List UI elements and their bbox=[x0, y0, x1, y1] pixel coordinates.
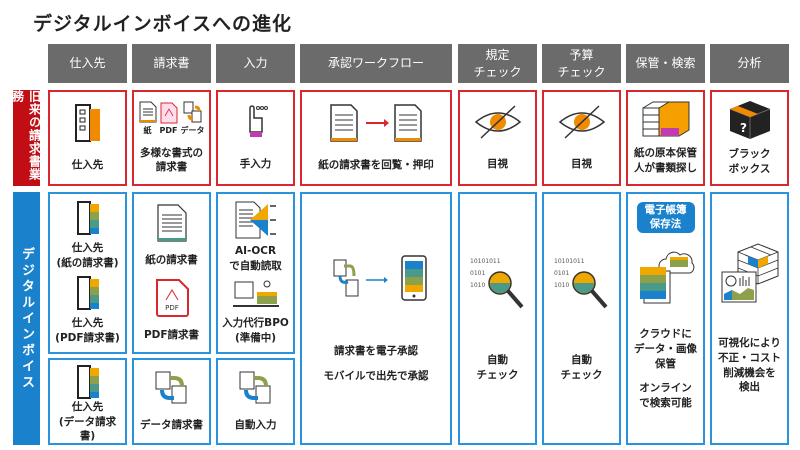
header-analysis: 分析 bbox=[710, 44, 789, 83]
legacy-invoice-cell: 紙 PDF データ 多様な書式の 請求書 bbox=[132, 90, 211, 186]
legacy-analysis-cell: ? ブラック ボックス bbox=[710, 90, 789, 186]
legacy-workflow-cell: 紙の請求書を回覧・押印 bbox=[300, 90, 452, 186]
paper-document-icon: 紙 bbox=[139, 101, 157, 136]
digital-budget-check-text: 自動 チェック bbox=[560, 353, 603, 381]
analytics-cube-icon bbox=[718, 242, 782, 306]
eye-crossed-icon bbox=[557, 104, 607, 140]
digital-supplier-paper-text: 仕入先 (紙の請求書) bbox=[56, 242, 119, 269]
svg-text:10101011: 10101011 bbox=[470, 258, 501, 265]
legacy-storage-cell: 紙の原本保管 人が書類探し bbox=[626, 90, 705, 186]
header-invoice: 請求書 bbox=[132, 44, 211, 83]
paper-circulation-icon bbox=[321, 103, 431, 143]
digital-workflow-text-1: 請求書を電子承認 bbox=[334, 344, 418, 357]
svg-text:1010: 1010 bbox=[554, 282, 569, 289]
digital-storage-text-1: クラウドに データ・画像 保管 bbox=[634, 328, 697, 370]
header-input: 入力 bbox=[216, 44, 295, 83]
digital-supplier-pdf-text: 仕入先 (PDF請求書) bbox=[55, 317, 120, 344]
digital-storage-text-2: オンライン で検索可能 bbox=[639, 382, 692, 410]
legacy-row-label: 旧来の請求書業務 bbox=[11, 90, 42, 186]
pdf-icon: PDF bbox=[154, 278, 190, 318]
svg-text:0101: 0101 bbox=[470, 270, 485, 277]
magnifier-data-icon: 10101011 0101 1010 bbox=[468, 255, 528, 313]
header-storage: 保管・検索 bbox=[626, 44, 705, 83]
digital-storage-cell: 電子帳簿 保存法 クラウドに データ・画像 保管 オンライン で検索可能 bbox=[626, 192, 705, 445]
svg-text:10101011: 10101011 bbox=[554, 258, 585, 265]
hand-typing-icon bbox=[242, 104, 270, 140]
question-mark: ? bbox=[740, 121, 747, 135]
digital-input-cell: AI-OCR で自動読取 入力代行BPO (準備中) bbox=[216, 192, 295, 354]
data-label: データ bbox=[180, 125, 205, 135]
digital-input-auto-cell: 自動入力 bbox=[216, 358, 295, 445]
header-rule-check: 規定 チェック bbox=[458, 44, 537, 83]
e-book-law-badge: 電子帳簿 保存法 bbox=[636, 202, 695, 234]
legacy-invoice-text: 多様な書式の 請求書 bbox=[140, 146, 203, 174]
header-workflow: 承認ワークフロー bbox=[300, 44, 452, 83]
digital-input-auto-text: 自動入力 bbox=[234, 419, 277, 432]
digital-input-bpo-text: 入力代行BPO (準備中) bbox=[222, 317, 289, 345]
building-icon bbox=[75, 364, 101, 400]
pdf-label: PDF bbox=[159, 125, 178, 135]
digital-rule-check-text: 自動 チェック bbox=[476, 353, 519, 381]
digital-analysis-text: 可視化により 不正・コスト 削減機会を 検出 bbox=[718, 337, 781, 394]
digital-budget-check-cell: 10101011 0101 1010 自動 チェック bbox=[542, 192, 621, 445]
svg-text:0101: 0101 bbox=[554, 270, 569, 277]
page-title: デジタルインボイスへの進化 bbox=[33, 13, 293, 35]
digital-rule-check-cell: 10101011 0101 1010 自動 チェック bbox=[458, 192, 537, 445]
digital-supplier-cell: 仕入先 (紙の請求書) 仕入先 (PDF請求書) bbox=[48, 192, 127, 354]
legacy-input-cell: 手入力 bbox=[216, 90, 295, 186]
mobile-approval-icon bbox=[316, 254, 436, 304]
legacy-input-text: 手入力 bbox=[239, 157, 272, 170]
digital-invoice-data-cell: データ請求書 bbox=[132, 358, 211, 445]
data-exchange-icon bbox=[238, 370, 274, 406]
magnifier-data-icon: 10101011 0101 1010 bbox=[552, 255, 612, 313]
ai-ocr-scan-icon bbox=[234, 200, 278, 240]
bpo-desk-icon bbox=[231, 278, 281, 312]
digital-workflow-cell: 請求書を電子承認 モバイルで出先で承認 bbox=[300, 192, 452, 445]
legacy-rule-check-cell: 目視 bbox=[458, 90, 537, 186]
data-exchange-icon bbox=[154, 370, 190, 406]
digital-invoice-cell: 紙の請求書 PDF PDF請求書 bbox=[132, 192, 211, 354]
header-supplier: 仕入先 bbox=[48, 44, 127, 83]
digital-workflow-text-2: モバイルで出先で承認 bbox=[323, 369, 429, 382]
digital-invoice-pdf-text: PDF請求書 bbox=[143, 329, 200, 342]
digital-row-label: デジタルインボイス bbox=[13, 192, 40, 445]
paper-document-icon bbox=[156, 203, 188, 243]
legacy-budget-check-cell: 目視 bbox=[542, 90, 621, 186]
legacy-analysis-text: ブラック ボックス bbox=[728, 148, 771, 176]
digital-invoice-data-text: データ請求書 bbox=[140, 419, 203, 432]
cloud-storage-icon bbox=[636, 243, 696, 307]
header-budget-check: 予算 チェック bbox=[542, 44, 621, 83]
paper-label: 紙 bbox=[143, 125, 152, 135]
building-icon bbox=[75, 200, 101, 236]
digital-input-ocr-text: AI-OCR で自動読取 bbox=[229, 245, 282, 273]
eye-crossed-icon bbox=[473, 104, 523, 140]
pdf-icon-label: PDF bbox=[165, 304, 179, 312]
legacy-supplier-cell: 仕入先 bbox=[48, 90, 127, 186]
pdf-icon: PDF bbox=[160, 102, 178, 135]
digital-invoice-paper-text: 紙の請求書 bbox=[145, 254, 198, 267]
legacy-budget-check-text: 目視 bbox=[571, 157, 592, 170]
legacy-rule-check-text: 目視 bbox=[487, 157, 508, 170]
building-icon bbox=[75, 275, 101, 311]
data-exchange-icon: データ bbox=[181, 101, 205, 136]
black-box-cube-icon: ? bbox=[728, 99, 772, 141]
svg-text:1010: 1010 bbox=[470, 282, 485, 289]
legacy-workflow-text: 紙の請求書を回覧・押印 bbox=[318, 158, 434, 171]
building-icon bbox=[73, 103, 103, 143]
digital-analysis-cell: 可視化により 不正・コスト 削減機会を 検出 bbox=[710, 192, 789, 445]
digital-supplier-data-cell: 仕入先 (データ請求書) bbox=[48, 358, 127, 445]
digital-supplier-data-text: 仕入先 (データ請求書) bbox=[58, 401, 117, 443]
legacy-supplier-text: 仕入先 bbox=[71, 158, 104, 171]
file-cabinet-icon bbox=[641, 100, 691, 138]
legacy-storage-text: 紙の原本保管 人が書類探し bbox=[634, 147, 697, 175]
